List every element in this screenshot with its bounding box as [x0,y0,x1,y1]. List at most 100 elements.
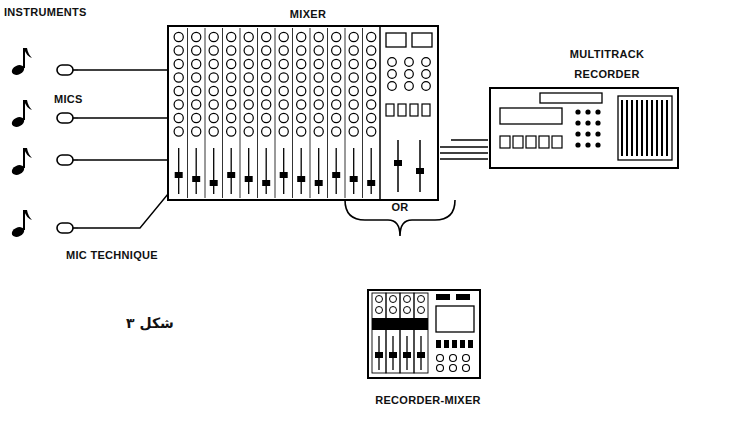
multitrack-recorder [656,100,658,156]
mixer-console [332,73,341,82]
mixer-console [262,113,271,122]
recorder-mixer-unit [390,296,397,303]
recorder-mixer-unit [456,294,470,300]
mixer-console [310,28,311,198]
mixer-console [262,180,270,186]
mixer-console [405,70,414,79]
mixer-console [174,113,183,122]
mixer-console [262,59,271,68]
mixer-console [398,104,406,116]
mixer-console [222,28,223,198]
mixer-console [244,46,253,55]
mixer-console [248,148,249,194]
mixer-console [209,86,218,95]
mixer-console [367,46,376,55]
recorder-mixer-unit [386,293,400,373]
mixer-console [297,46,306,55]
device-name: RECORDER-MIXER [362,390,494,410]
mixer-console [362,28,363,198]
mixer-console [367,59,376,68]
multitrack-recorder [595,120,600,125]
mixer-console [336,148,337,194]
mixer-console [371,148,372,194]
mixer-console [174,59,183,68]
mixer-console [175,172,183,178]
mixer-console [419,140,421,192]
mixer-console [244,86,253,95]
recorder-mixer-unit [403,352,411,358]
mixer-console [349,86,358,95]
mixer-console [178,148,179,194]
recorder-mixer-unit [390,307,397,314]
mixer-console [388,58,397,67]
multitrack-recorder [526,136,536,148]
mixer-console [367,127,376,136]
mixer-console [174,86,183,95]
mixer-console [388,70,397,79]
mixer-console [297,100,306,109]
multitrack-recorder [618,96,672,160]
mixer-console [262,86,271,95]
recorder-mixer-unit [444,340,449,348]
multitrack-recorder [595,131,600,136]
mixer-console [192,100,201,109]
mixer-console [209,59,218,68]
multitrack-recorder [575,131,580,136]
extra-cables [440,152,488,153]
mixer-console [314,46,323,55]
mixer-console [332,59,341,68]
recorder-mixer-unit [404,307,411,314]
mixer-console [349,127,358,136]
multitrack-recorder [646,100,648,156]
mixer-console [386,33,406,47]
mixer-console [314,73,323,82]
mixer-console [227,113,236,122]
mic-cables [78,117,168,118]
mixer-console [192,127,201,136]
recorder-mixer-unit [418,296,425,303]
recorder-mixer-unit [437,355,444,362]
mixer-console [332,113,341,122]
mixer-console [174,28,376,198]
mixer-console [349,113,358,122]
recorder-mixer-unit [450,365,457,372]
mixer-console [209,73,218,82]
microphones [57,65,78,233]
mixer-console [240,28,241,198]
mixer-console [227,100,236,109]
mixer-console [422,82,431,91]
multitrack-recorder [622,100,667,156]
mixer-console [275,28,276,198]
microphones [57,113,78,123]
recorder-mixer-unit [372,293,386,373]
mixer-console [244,127,253,136]
recorder-mixer-unit [404,296,411,303]
extra-cables [440,147,488,159]
mixer-console [279,73,288,82]
multitrack-recorder [641,100,643,156]
mixer-console [297,32,306,41]
mixer-console [388,82,397,91]
group-label: MICS [54,92,83,106]
or-brace [345,200,455,236]
instrument-notes [10,48,32,239]
mixer-console [349,32,358,41]
mixer-console [227,46,236,55]
mixer-console [174,32,183,41]
multitrack-recorder [575,120,580,125]
mixer-console [244,32,253,41]
mixer-console [174,127,183,136]
mixer-console [262,46,271,55]
mixer-console [231,148,232,194]
mixer-console [210,180,218,186]
mixer-console [262,127,271,136]
mixer-console [349,46,358,55]
mixer-console [349,100,358,109]
mixer-console [332,127,341,136]
mixer-console [297,59,306,68]
caption-note: MIC TECHNIQUE [66,248,158,262]
multitrack-recorder [575,142,580,147]
mic-cables [78,194,168,228]
mixer-console [192,113,201,122]
